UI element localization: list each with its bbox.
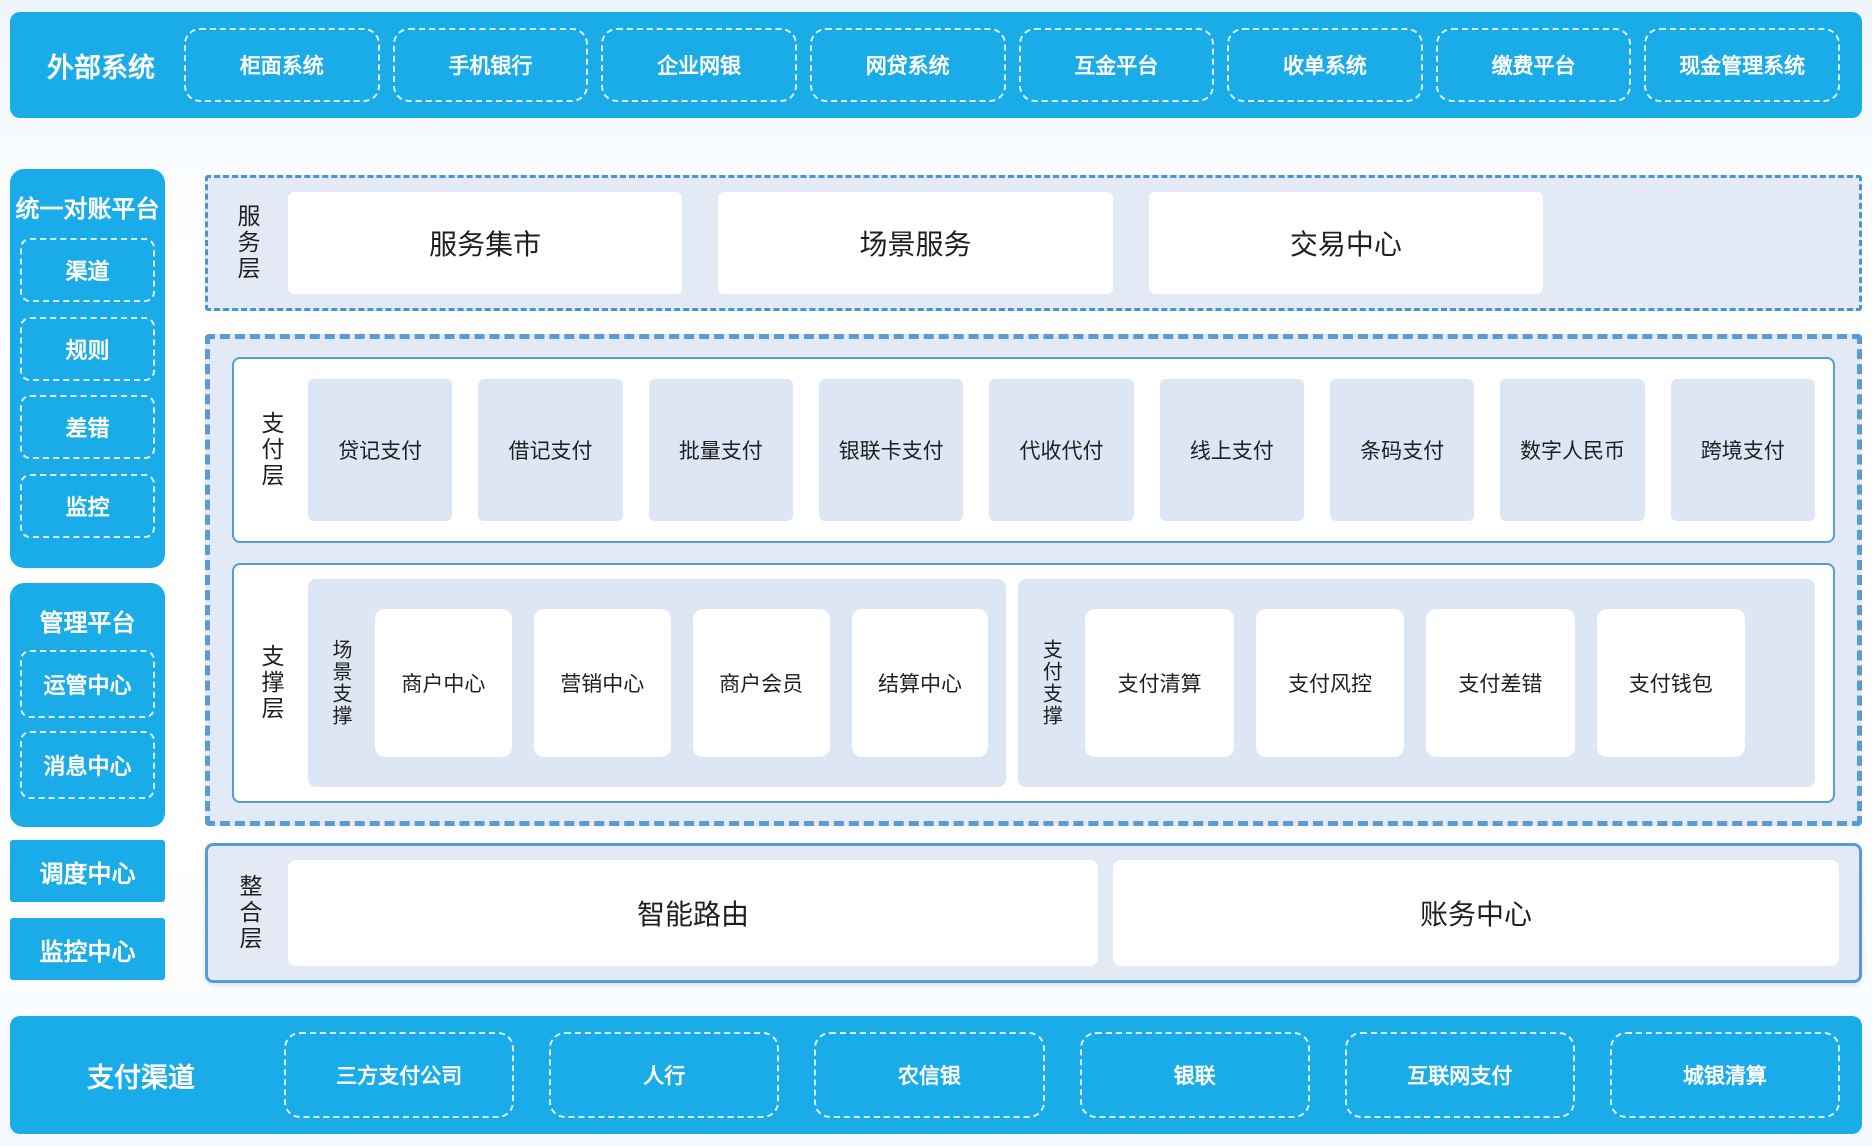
- diagram-middle: 统一对账平台 渠道 规则 差错 监控 管理平台: [10, 145, 1862, 983]
- payment-type-box: 条码支付: [1329, 379, 1475, 521]
- integration-layer-label: 整合层: [236, 874, 262, 952]
- recon-platform-items: 渠道 规则 差错 监控: [20, 224, 155, 552]
- payment-support-items: 支付清算 支付风控 支付差错 支付钱包: [1085, 595, 1745, 771]
- payment-layer-label: 支付层: [258, 411, 284, 489]
- external-system-box: 缴费平台: [1435, 28, 1632, 102]
- external-systems-list: 柜面系统 手机银行 企业网银 网贷系统 互金平台 收单系统 缴费平台 现金管理系…: [184, 12, 1840, 118]
- payment-type-box: 线上支付: [1159, 379, 1304, 521]
- payment-channel-box: 互联网支付: [1344, 1032, 1575, 1118]
- external-system-box: 收单系统: [1227, 28, 1423, 102]
- payment-type-box: 代收代付: [989, 379, 1134, 521]
- service-layer: 服务层 服务集市 场景服务 交易中心: [205, 175, 1862, 311]
- payment-support-box: 支付风控: [1255, 609, 1405, 757]
- payment-channel-box: 农信银: [814, 1032, 1045, 1118]
- external-system-box: 互金平台: [1018, 28, 1215, 102]
- payment-channels-bar: 支付渠道 三方支付公司 人行 农信银 银联 互联网支付 城银清算: [10, 1016, 1862, 1134]
- mgmt-platform-title: 管理平台: [39, 610, 136, 637]
- external-system-box: 网贷系统: [809, 28, 1006, 102]
- external-system-box: 手机银行: [392, 28, 589, 102]
- scene-support-group: 场景支撑 商户中心 营销中心 商户会员 结算中心: [308, 579, 1007, 787]
- payment-support-label: 支付支撑: [1039, 639, 1062, 727]
- payment-layer-items: 贷记支付 借记支付 批量支付 银联卡支付 代收代付 线上支付 条码支付: [308, 373, 1815, 527]
- payment-type-box: 借记支付: [478, 379, 623, 521]
- recon-item-box: 规则: [20, 316, 155, 381]
- payment-type-box: 贷记支付: [308, 379, 453, 521]
- payment-channel-box: 银联: [1079, 1032, 1310, 1118]
- mgmt-item-box: 运管中心: [20, 650, 155, 719]
- scene-support-label: 场景支撑: [329, 639, 351, 727]
- payment-type-box: 银联卡支付: [818, 379, 964, 521]
- payment-type-box: 数字人民币: [1500, 379, 1645, 521]
- recon-item-box: 差错: [20, 395, 155, 460]
- payment-support-box: 支付差错: [1426, 609, 1575, 757]
- integration-layer: 整合层 智能路由 账务中心: [205, 843, 1862, 983]
- external-system-box: 柜面系统: [184, 28, 380, 102]
- dispatch-center-box: 调度中心: [10, 840, 165, 902]
- payment-support-box: 支付钱包: [1596, 609, 1745, 757]
- accounting-center-box: 账务中心: [1113, 860, 1839, 966]
- recon-item-box: 监控: [20, 473, 155, 538]
- payment-channels-title: 支付渠道: [87, 1062, 195, 1093]
- recon-platform-title: 统一对账平台: [15, 196, 160, 223]
- payment-channels-list: 三方支付公司 人行 农信银 银联 互联网支付 城银清算: [284, 1016, 1841, 1134]
- service-box: 场景服务: [718, 192, 1113, 294]
- recon-item-box: 渠道: [20, 238, 155, 303]
- mgmt-item-box: 消息中心: [20, 730, 155, 799]
- external-system-box: 企业网银: [601, 28, 797, 102]
- payment-layer: 支付层 贷记支付 借记支付 批量支付 银联卡支付 代收代付: [232, 357, 1835, 543]
- support-groups: 场景支撑 商户中心 营销中心 商户会员 结算中心: [308, 579, 1815, 787]
- main-layers: 服务层 服务集市 场景服务 交易中心 支付层: [205, 145, 1862, 983]
- mgmt-platform-items: 运管中心 消息中心: [20, 638, 155, 811]
- integration-items: 智能路由 账务中心: [288, 860, 1839, 966]
- smart-routing-box: 智能路由: [288, 860, 1099, 966]
- payment-channel-box: 人行: [549, 1032, 780, 1118]
- payment-type-box: 跨境支付: [1670, 379, 1815, 521]
- service-layer-items: 服务集市 场景服务 交易中心: [288, 192, 1843, 294]
- scene-support-items: 商户中心 营销中心 商户会员 结算中心: [375, 595, 989, 771]
- scene-support-box: 商户中心: [375, 609, 512, 757]
- payment-support-container: 支付层 贷记支付 借记支付 批量支付 银联卡支付 代收代付: [205, 334, 1862, 826]
- payment-channel-box: 三方支付公司: [284, 1032, 515, 1118]
- scene-support-box: 营销中心: [533, 609, 671, 757]
- mgmt-platform-block: 管理平台 运管中心 消息中心: [10, 583, 165, 827]
- sidebar: 统一对账平台 渠道 规则 差错 监控 管理平台: [10, 145, 165, 983]
- external-systems-bar: 外部系统 柜面系统 手机银行 企业网银 网贷系统 互金平台 收单系统 缴费平台 …: [10, 12, 1862, 118]
- service-layer-label: 服务层: [234, 204, 260, 282]
- payment-support-box: 支付清算: [1085, 609, 1234, 757]
- scene-support-box: 结算中心: [851, 609, 989, 757]
- service-box: 服务集市: [288, 192, 683, 294]
- external-system-box: 现金管理系统: [1644, 28, 1840, 102]
- payment-channel-box: 城银清算: [1609, 1032, 1841, 1118]
- support-layer: 支撑层 场景支撑 商户中心 营销中心 商户会员: [232, 563, 1835, 803]
- support-layer-label: 支撑层: [258, 644, 284, 722]
- payment-type-box: 批量支付: [648, 379, 793, 521]
- service-box: 交易中心: [1148, 192, 1543, 294]
- payment-support-group: 支付支撑 支付清算 支付风控 支付差错 支付钱包: [1018, 579, 1815, 787]
- monitor-center-box: 监控中心: [10, 918, 165, 980]
- recon-platform-block: 统一对账平台 渠道 规则 差错 监控: [10, 169, 165, 568]
- scene-support-box: 商户会员: [692, 609, 830, 757]
- external-systems-title: 外部系统: [47, 52, 155, 83]
